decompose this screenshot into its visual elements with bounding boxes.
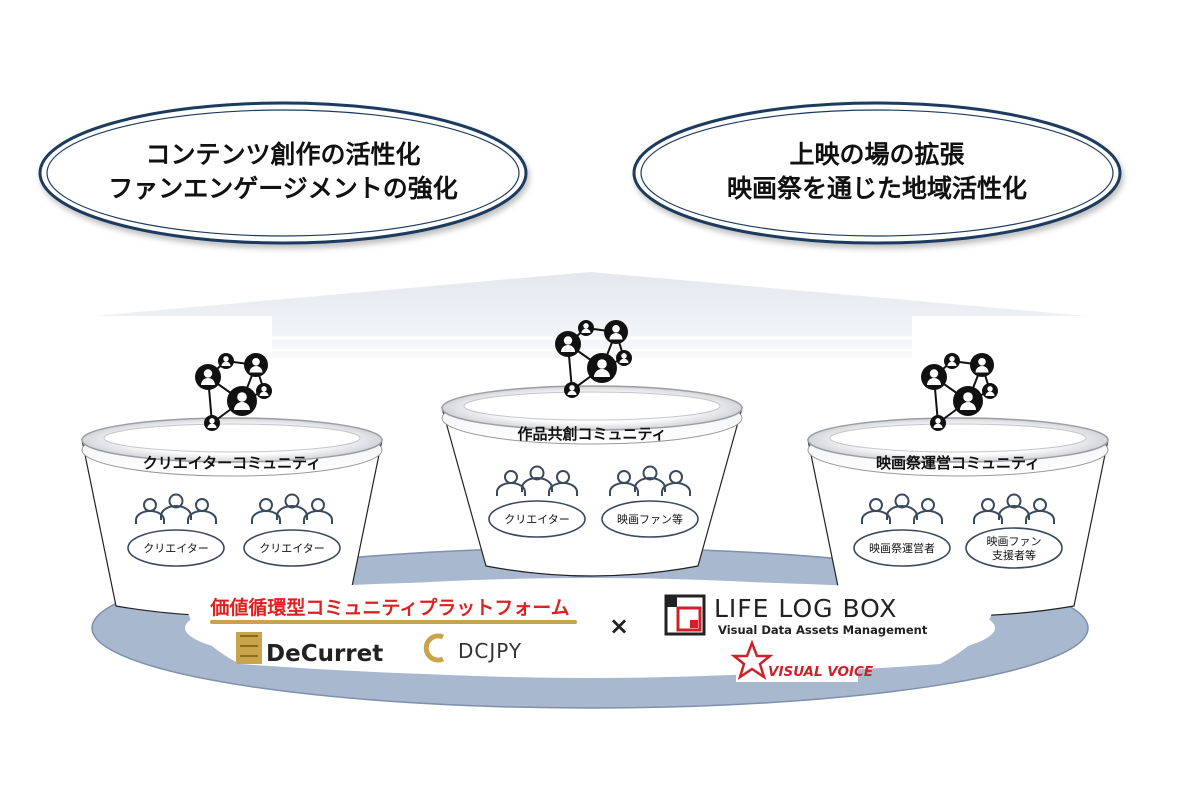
- role-label: クリエイター: [259, 542, 325, 555]
- dcjpy-mark-icon: [423, 633, 444, 663]
- decurret-logo: DeCurret: [236, 632, 383, 667]
- goal-left-line2: ファンエンゲージメントの強化: [108, 174, 458, 203]
- community-funnel-right: 映画祭運営コミュニティ 映画祭運営者 映画ファン 支援者等: [807, 352, 1109, 617]
- community-name-center: 作品共創コミュニティ: [517, 425, 666, 443]
- lifelogbox-mark-icon: [664, 594, 706, 636]
- role-label: 支援者等: [992, 548, 1036, 562]
- decurret-wordmark: DeCurret: [266, 641, 383, 667]
- dcjpy-logo: DCJPY: [423, 633, 522, 663]
- lifelogbox-tagline: Visual Data Assets Management: [718, 623, 928, 637]
- star-icon: [730, 639, 774, 680]
- role-label: クリエイター: [143, 542, 209, 555]
- decurret-mark-icon: [236, 632, 262, 664]
- community-funnel-left: クリエイターコミュニティ クリエイター クリエイター: [81, 352, 383, 617]
- community-funnel-center: 作品共創コミュニティ クリエイター 映画ファン等: [441, 319, 743, 577]
- lifelogbox-wordmark: LIFE LOG BOX: [714, 594, 897, 623]
- goal-right-line1: 上映の場の拡張: [789, 140, 965, 169]
- community-name-right: 映画祭運営コミュニティ: [876, 454, 1040, 472]
- goal-ellipse-right: 上映の場の拡張 映画祭を通じた地域活性化: [632, 101, 1122, 245]
- platform-title: 価値循環型コミュニティプラットフォーム: [209, 596, 569, 619]
- role-label: 映画ファン等: [617, 512, 683, 526]
- goal-left-line1: コンテンツ創作の活性化: [145, 140, 420, 169]
- community-name-left: クリエイターコミュニティ: [143, 454, 322, 472]
- cross-symbol: ×: [609, 612, 629, 640]
- goal-ellipse-left: コンテンツ創作の活性化 ファンエンゲージメントの強化: [38, 101, 528, 245]
- dcjpy-wordmark: DCJPY: [458, 639, 522, 663]
- visualvoice-logo: VISUAL VOICE: [730, 639, 874, 682]
- role-label: 映画ファン: [987, 535, 1042, 548]
- role-label: 映画祭運営者: [869, 541, 935, 555]
- upward-arrow-band: [92, 272, 1088, 358]
- platform-panel: 価値循環型コミュニティプラットフォーム DeCurret DCJPY × LIF…: [185, 580, 995, 682]
- visualvoice-wordmark: VISUAL VOICE: [768, 664, 874, 680]
- role-label: クリエイター: [504, 513, 570, 526]
- goal-right-line2: 映画祭を通じた地域活性化: [727, 174, 1027, 203]
- lifelogbox-logo: LIFE LOG BOX Visual Data Assets Manageme…: [664, 594, 928, 637]
